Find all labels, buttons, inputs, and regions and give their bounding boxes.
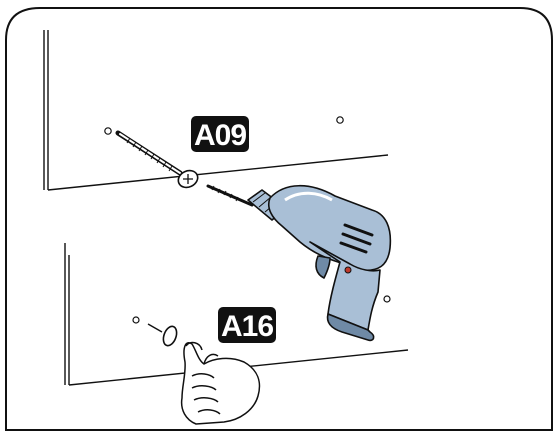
label-a09-text: A09 (194, 119, 246, 152)
label-a09-bg (191, 116, 249, 152)
top-panel (43, 30, 389, 191)
screw-icon (115, 130, 199, 189)
hand-icon (180, 341, 261, 425)
washer-icon (147, 323, 178, 347)
top-panel-hole-right (336, 116, 344, 124)
label-a16-text: A16 (221, 310, 273, 343)
label-a16-bg (218, 307, 276, 343)
power-drill-icon (206, 184, 392, 342)
bottom-panel-hole-right (383, 295, 391, 303)
top-panel-hole-left (104, 127, 112, 135)
label-a16: A16 (218, 307, 276, 343)
bottom-panel-hole-left (132, 316, 140, 324)
label-a09: A09 (191, 116, 249, 152)
